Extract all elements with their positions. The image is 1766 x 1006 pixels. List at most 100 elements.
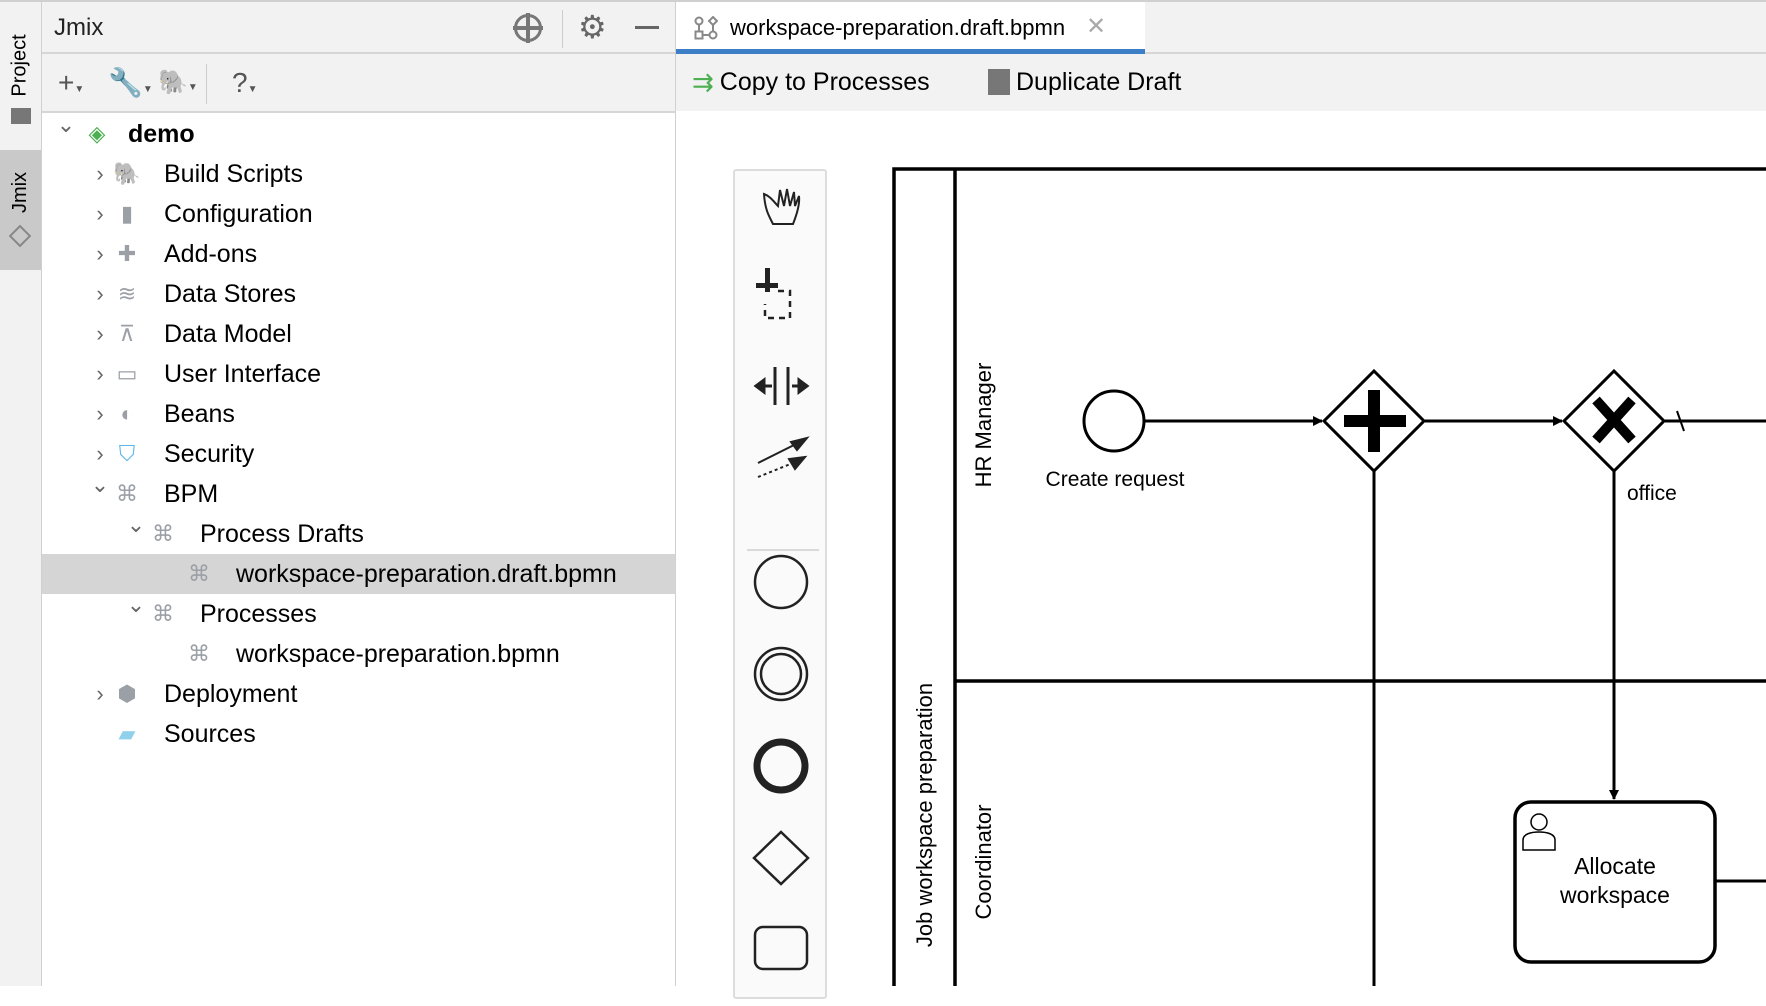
puzzle-icon: ✚ <box>117 241 137 266</box>
project-panel: Jmix ⚙ +▼ 🔧▼ 🐘▼ ?▼ ⌄ ◈ demo › 🐘 Build Scripts… <box>42 0 676 986</box>
gateway-label: office <box>1627 482 1677 505</box>
chevron-right-icon[interactable]: › <box>96 281 104 306</box>
tree-item-label: Build Scripts <box>164 159 303 188</box>
exclusive-gateway[interactable] <box>1561 368 1667 474</box>
tab-label: workspace-preparation.draft.bpmn <box>730 15 1066 40</box>
jmix-project-icon: ◈ <box>88 121 106 146</box>
tree-item[interactable]: ▰ Sources <box>42 714 675 754</box>
tree-item[interactable]: ›◐Beans <box>42 394 675 434</box>
folder-icon <box>11 108 31 124</box>
start-event-icon[interactable] <box>753 554 809 610</box>
help-icon[interactable]: ?▼ <box>232 67 258 98</box>
tree-item[interactable]: › ▮ Configuration <box>42 194 675 234</box>
jmix-tab-label: Jmix <box>9 171 32 213</box>
task-icon[interactable] <box>753 925 809 971</box>
bpm-icon: ⌘ <box>188 641 210 666</box>
user-task[interactable]: Allocate workspace <box>1513 800 1717 964</box>
tree-item-label: BPM <box>164 479 219 508</box>
tab-workspace-preparation-draft[interactable]: workspace-preparation.draft.bpmn ✕ <box>676 2 1145 54</box>
tree-item-label: Processes <box>200 599 317 628</box>
tree-item-label: demo <box>128 119 195 148</box>
window-icon: ▭ <box>116 361 138 386</box>
gateway-icon[interactable] <box>752 830 810 886</box>
duplicate-draft-button[interactable]: Duplicate Draft <box>988 64 1181 100</box>
default-flow-marker <box>1676 410 1685 432</box>
add-icon[interactable]: +▼ <box>58 67 85 98</box>
data-model-icon: ⊼ <box>118 321 136 346</box>
minimize-icon[interactable] <box>635 26 659 29</box>
tool-palette <box>733 169 827 999</box>
task-label-line1: Allocate <box>1574 853 1656 879</box>
duplicate-label: Duplicate Draft <box>1016 67 1182 96</box>
copy-to-processes-button[interactable]: ⇉ Copy to Processes <box>692 64 930 100</box>
tree-item[interactable]: ›≋Data Stores <box>42 274 675 314</box>
connect-tool-icon[interactable] <box>757 436 810 478</box>
tree-item-label: User Interface <box>164 359 322 388</box>
chevron-right-icon[interactable]: › <box>96 321 104 346</box>
jmix-tool-tab[interactable]: Jmix <box>0 150 41 270</box>
end-event-icon[interactable] <box>753 738 809 794</box>
pool-label: Job workspace preparation <box>912 683 937 947</box>
chevron-down-icon[interactable]: ⌄ <box>126 592 146 617</box>
tool-window-stripe: Project Jmix <box>0 0 42 986</box>
gradle-icon: 🐘 <box>113 161 141 186</box>
config-icon: ▮ <box>120 201 134 226</box>
tree-item-label: Data Stores <box>164 279 297 308</box>
editor-toolbar: ⇉ Copy to Processes Duplicate Draft <box>676 54 1766 111</box>
tree-item[interactable]: ⌘workspace-preparation.bpmn <box>42 634 675 674</box>
bpm-draft-icon: ⌘ <box>188 561 210 586</box>
chevron-down-icon[interactable]: ⌄ <box>90 472 110 497</box>
chevron-right-icon[interactable]: › <box>96 201 104 226</box>
gradle-icon[interactable]: 🐘▼ <box>158 69 198 96</box>
tree-item-label: Data Model <box>164 319 292 348</box>
tree-item[interactable]: ›⛉Security <box>42 434 675 474</box>
tree-item-label: Add-ons <box>164 239 258 268</box>
tree-item[interactable]: ⌘workspace-preparation.draft.bpmn <box>42 554 675 594</box>
tree-item-label: Sources <box>164 719 256 748</box>
chevron-right-icon[interactable]: › <box>96 161 104 186</box>
tree-item[interactable]: ⌄ ◈ demo <box>42 112 675 154</box>
chevron-right-icon[interactable]: › <box>96 241 104 266</box>
divider <box>562 10 563 48</box>
tree-item[interactable]: ⌄⌘BPM <box>42 472 675 514</box>
bpm-icon: ⌘ <box>152 601 174 626</box>
tree-item-label: Beans <box>164 399 235 428</box>
parallel-gateway[interactable] <box>1321 368 1427 474</box>
panel-header: Jmix ⚙ <box>42 0 675 54</box>
chevron-down-icon[interactable]: ⌄ <box>126 512 146 537</box>
lasso-tool-icon[interactable] <box>756 268 792 320</box>
tree-item[interactable]: ›⬢Deployment <box>42 674 675 714</box>
hand-tool-icon[interactable] <box>762 188 801 225</box>
chevron-down-icon[interactable]: ⌄ <box>56 112 76 137</box>
panel-toolbar: +▼ 🔧▼ 🐘▼ ?▼ <box>42 54 675 113</box>
copy-label: Copy to Processes <box>719 67 930 96</box>
chevron-right-icon[interactable]: › <box>96 681 104 706</box>
tree-item[interactable]: › ▭ User Interface <box>42 354 675 394</box>
bpm-file-icon <box>694 16 718 40</box>
wrench-icon[interactable]: 🔧▼ <box>108 67 153 98</box>
divider <box>206 64 207 104</box>
tree-item[interactable]: › ⊼ Data Model <box>42 314 675 354</box>
folder-icon: ▰ <box>118 721 136 746</box>
tree-item-label: Configuration <box>164 199 313 228</box>
tree-item[interactable]: › 🐘 Build Scripts <box>42 154 675 194</box>
tree-item[interactable]: ⌄⌘Process Drafts <box>42 512 675 554</box>
lane-label-coordinator: Coordinator <box>971 805 996 920</box>
bpmn-diagram: Job workspace preparation HR Manager Coo… <box>892 167 1766 986</box>
gear-icon[interactable]: ⚙ <box>578 9 607 45</box>
start-event[interactable] <box>1082 389 1146 453</box>
pool[interactable] <box>892 167 1766 986</box>
tree-item[interactable]: ⌄⌘ Processes <box>42 592 675 634</box>
task-label-line2: workspace <box>1559 882 1670 908</box>
copy-arrow-icon: ⇉ <box>692 66 714 97</box>
chevron-right-icon[interactable]: › <box>96 401 104 426</box>
intermediate-event-icon[interactable] <box>753 646 809 702</box>
project-tab-label: Project <box>9 33 31 97</box>
project-tool-tab[interactable]: Project <box>0 10 41 120</box>
close-icon[interactable]: ✕ <box>1086 13 1107 40</box>
chevron-right-icon[interactable]: › <box>96 361 104 386</box>
space-tool-icon[interactable] <box>753 367 810 405</box>
crosshair-icon[interactable] <box>513 13 543 43</box>
tree-item[interactable]: › ✚ Add-ons <box>42 234 675 274</box>
chevron-right-icon[interactable]: › <box>96 441 104 466</box>
